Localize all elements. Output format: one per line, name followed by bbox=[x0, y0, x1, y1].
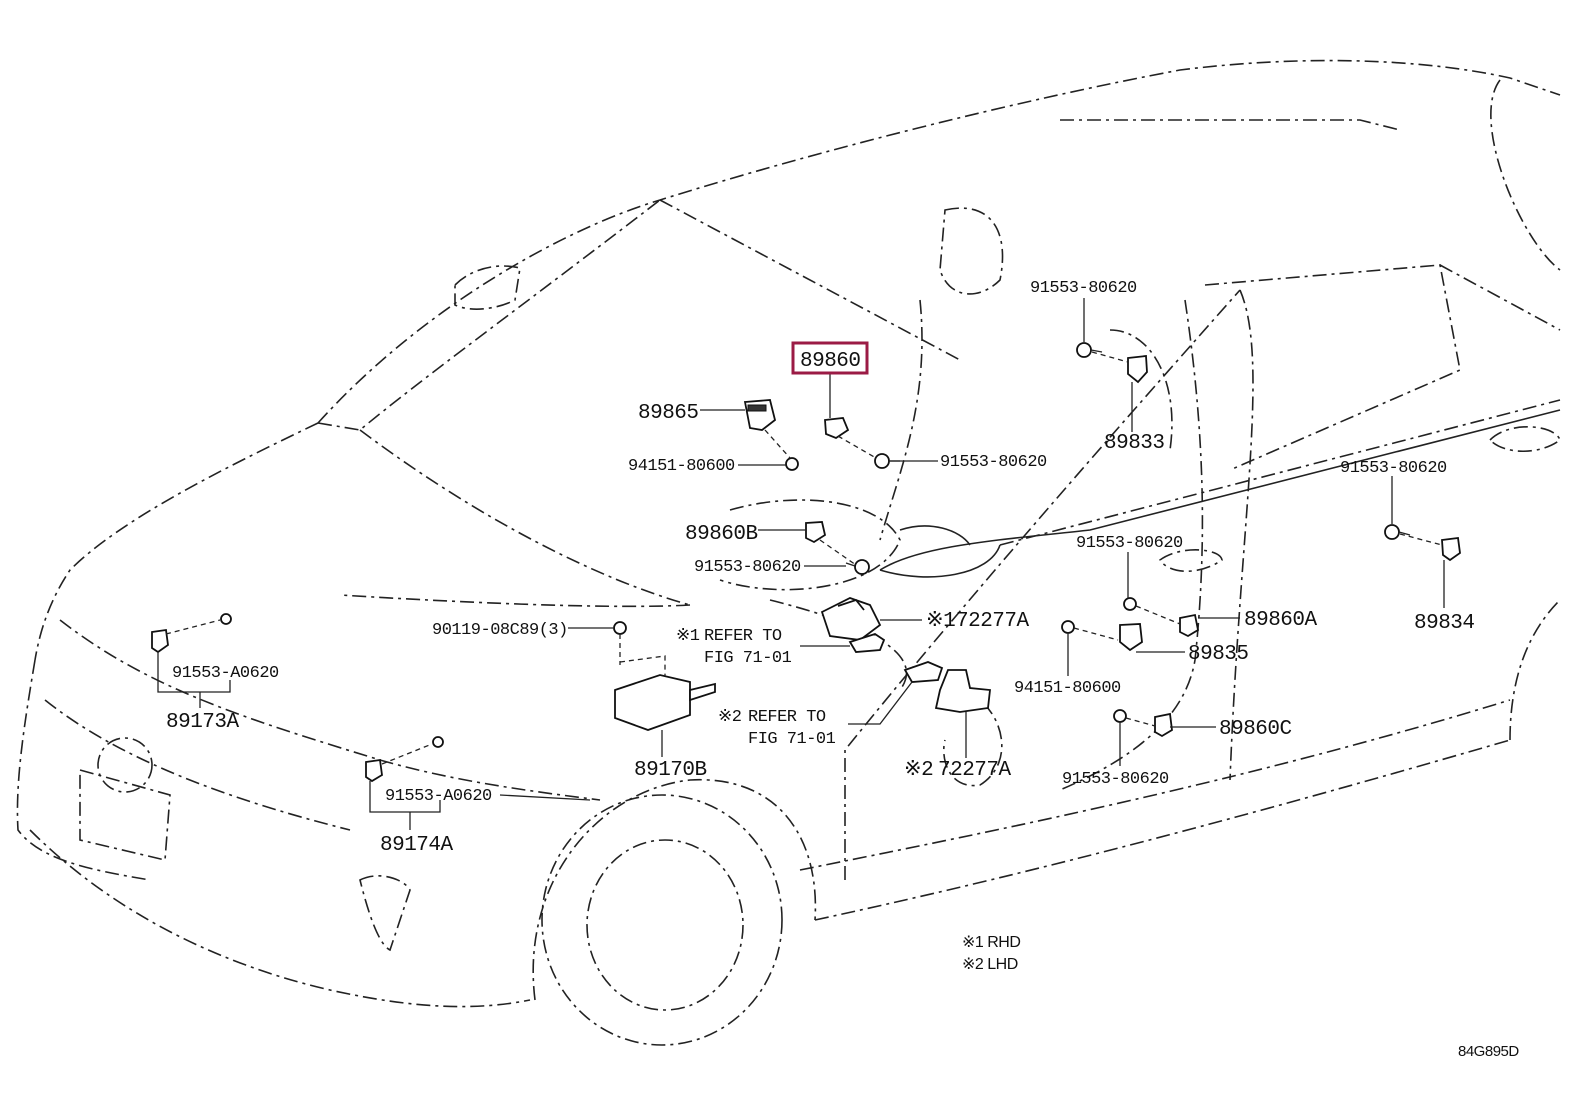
nut-94151-door-icon bbox=[1061, 620, 1075, 634]
bolt-91553-bottom-icon bbox=[1113, 709, 1127, 723]
callout-89833: 89833 bbox=[1104, 432, 1165, 455]
bolt-91553-right-icon bbox=[1384, 524, 1411, 540]
bolt-91553-mid-icon bbox=[845, 559, 870, 575]
ref-rhd-line2: FIG 71-01 bbox=[704, 649, 792, 668]
part-89860b-icon bbox=[805, 521, 827, 544]
bolt-91553-top-icon bbox=[1076, 342, 1103, 358]
figure-code: 84G895D bbox=[1458, 1043, 1519, 1060]
callout-89860c: 89860C bbox=[1219, 718, 1292, 741]
part-89174a-icon bbox=[365, 736, 444, 783]
ref-lhd-line1: REFER TO bbox=[748, 708, 826, 727]
callout-89860b: 89860B bbox=[685, 523, 758, 546]
callout-89865: 89865 bbox=[638, 402, 699, 425]
ecu-89170b-icon bbox=[614, 655, 716, 731]
leader-lines bbox=[157, 298, 1445, 830]
callout-89860a: 89860A bbox=[1244, 609, 1318, 632]
part-89865-icon bbox=[743, 399, 777, 431]
callout-72277a-lhd: 72277A bbox=[938, 759, 1012, 782]
part-89860-icon bbox=[824, 417, 850, 440]
mark-lhd-72277a: ※2 bbox=[904, 759, 933, 782]
vehicle-solid-lines bbox=[879, 409, 1561, 578]
ref-rhd-line1: REFER TO bbox=[704, 627, 782, 646]
callout-94151-door: 94151-80600 bbox=[1014, 679, 1121, 698]
callout-91553-bottom: 91553-80620 bbox=[1062, 770, 1169, 789]
legend-rhd: ※1 RHD bbox=[962, 934, 1020, 951]
callout-91553-upper-mid: 91553-80620 bbox=[940, 453, 1047, 472]
legend-lhd: ※2 LHD bbox=[962, 956, 1018, 973]
bracket-72277a-rhd-icon bbox=[820, 597, 882, 641]
bolt-90119-icon bbox=[613, 621, 627, 665]
callout-89174a: 89174A bbox=[380, 834, 454, 857]
nut-94151-top-icon bbox=[785, 457, 799, 471]
part-89860a-icon bbox=[1179, 613, 1200, 638]
callout-90119: 90119-08C89(3) bbox=[432, 621, 568, 640]
callout-94151-top: 94151-80600 bbox=[628, 457, 735, 476]
callout-91553-top: 91553-80620 bbox=[1030, 279, 1137, 298]
part-glyphs bbox=[151, 342, 1461, 783]
part-89833-icon bbox=[1127, 355, 1148, 384]
part-89834-icon bbox=[1441, 536, 1461, 562]
callout-91553-door: 91553-80620 bbox=[1076, 534, 1183, 553]
callout-91553-a0620-top: 91553-A0620 bbox=[172, 664, 279, 683]
part-89860c-icon bbox=[1154, 712, 1173, 738]
mark-rhd-72277a: ※1 bbox=[926, 610, 955, 633]
part-89835-icon bbox=[1119, 623, 1143, 652]
part-89173a-icon bbox=[151, 613, 232, 654]
callout-72277a-rhd: 72277A bbox=[956, 610, 1030, 633]
bracket-72277a-lhd-icon bbox=[934, 669, 991, 713]
callout-89170b: 89170B bbox=[634, 759, 707, 782]
bolt-91553-door-icon bbox=[1123, 597, 1137, 611]
callout-91553-mid: 91553-80620 bbox=[694, 558, 801, 577]
callout-89173a: 89173A bbox=[166, 711, 240, 734]
callout-labels: 89860 89865 94151-80600 91553-80620 9155… bbox=[166, 279, 1475, 857]
connector-lhd-icon bbox=[903, 661, 944, 683]
ref-lhd-line2: FIG 71-01 bbox=[748, 730, 836, 749]
connector-rhd-icon bbox=[848, 633, 886, 653]
mark-lhd-ref: ※2 bbox=[718, 708, 741, 727]
vehicle-outline bbox=[16, 59, 1561, 1046]
callout-91553-a0620-bot: 91553-A0620 bbox=[385, 787, 492, 806]
callout-89834: 89834 bbox=[1414, 612, 1475, 635]
callout-91553-right: 91553-80620 bbox=[1340, 459, 1447, 478]
callout-89835: 89835 bbox=[1188, 643, 1249, 666]
mark-rhd-ref: ※1 bbox=[676, 627, 700, 646]
highlight-box-89860 bbox=[791, 341, 869, 375]
callout-89860: 89860 bbox=[800, 350, 861, 373]
legend: ※1 RHD ※2 LHD bbox=[962, 934, 1021, 973]
